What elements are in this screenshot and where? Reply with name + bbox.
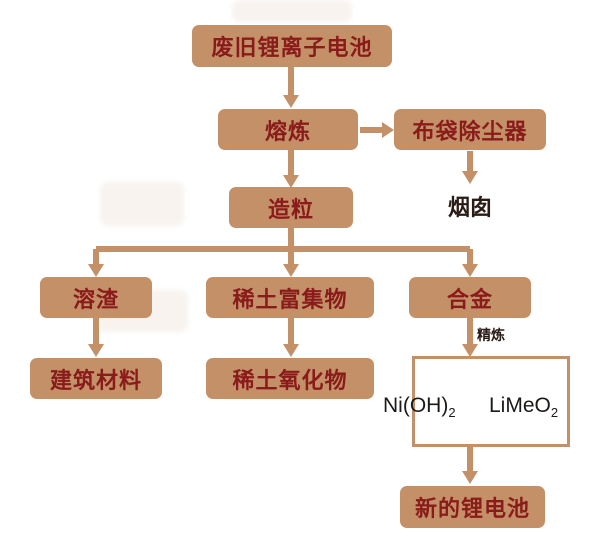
- arrow-granulation-split: [93, 228, 473, 265]
- arrowhead: [283, 344, 299, 357]
- node-new-lithium-battery: 新的锂电池: [400, 486, 545, 528]
- watermark: [232, 0, 352, 22]
- formula-nickel-hydroxide: Ni(OH)2: [383, 394, 456, 420]
- arrowhead: [88, 344, 104, 357]
- node-rare-earth-oxide: 稀土氧化物: [206, 358, 374, 399]
- node-granulation: 造粒: [229, 187, 353, 228]
- formula-subscript: 2: [550, 405, 559, 421]
- arrowhead: [88, 264, 104, 277]
- label-refining: 精炼: [477, 327, 505, 343]
- node-smelting: 熔炼: [218, 109, 358, 150]
- arrowhead: [283, 264, 299, 277]
- node-waste-battery: 废旧锂离子电池: [192, 25, 392, 67]
- arrowhead: [382, 122, 394, 138]
- node-rare-earth-concentrate: 稀土富集物: [206, 277, 374, 318]
- node-slag: 溶渣: [40, 277, 152, 318]
- arrowhead: [462, 171, 478, 184]
- node-product-box: [412, 356, 570, 447]
- formula-base: LiMeO: [489, 394, 551, 417]
- node-alloy: 合金: [409, 277, 531, 318]
- arrowhead: [462, 264, 478, 277]
- arrowhead: [462, 471, 478, 484]
- node-chimney: 烟囱: [447, 195, 492, 220]
- watermark: [100, 182, 184, 226]
- node-building-materials: 建筑材料: [30, 358, 162, 399]
- formula-base: Ni(OH): [383, 394, 449, 417]
- arrowhead: [283, 95, 299, 108]
- formula-lithium-metal-oxide: LiMeO2: [489, 394, 558, 420]
- node-bag-dust-collector: 布袋除尘器: [394, 109, 546, 150]
- formula-subscript: 2: [448, 405, 456, 421]
